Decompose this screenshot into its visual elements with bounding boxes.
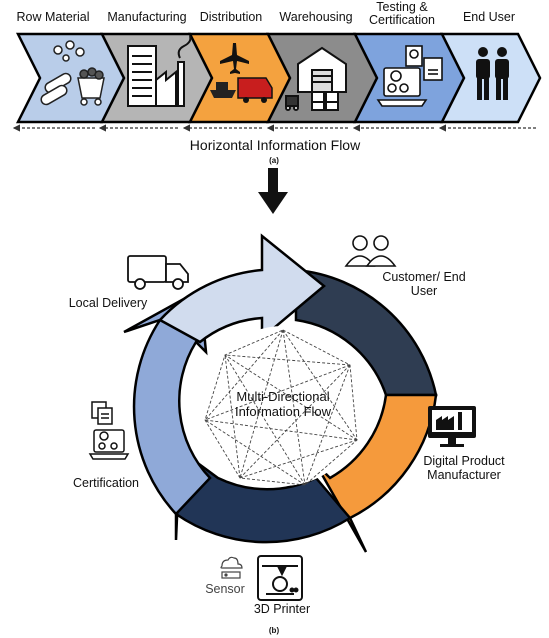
people-icon bbox=[344, 235, 397, 267]
down-arrow bbox=[258, 168, 288, 214]
node-label-3d-printer: 3D Printer bbox=[253, 602, 311, 616]
node-label-sensor: Sensor bbox=[205, 582, 245, 596]
stage-label-warehousing: Warehousing bbox=[279, 10, 353, 24]
factory-icon bbox=[127, 35, 192, 107]
chevron-end-user bbox=[439, 32, 542, 124]
stage-label-end-user: End User bbox=[462, 10, 516, 24]
testing-laptop-icon bbox=[376, 45, 443, 107]
cloud-sensor-icon bbox=[220, 556, 243, 579]
panel-tag-b: (b) bbox=[268, 626, 280, 635]
stage-label-row-material: Row Material bbox=[16, 10, 90, 24]
node-label-local-delivery: Local Delivery bbox=[68, 296, 148, 310]
horizontal-flow-label: Horizontal Information Flow bbox=[189, 137, 361, 153]
certificate-laptop-icon bbox=[88, 401, 130, 460]
3d-printer-icon bbox=[257, 555, 303, 601]
node-label-certification: Certification bbox=[73, 476, 139, 490]
stage-label-testing: Testing & Certification bbox=[369, 0, 435, 27]
truck-icon bbox=[127, 255, 189, 290]
raw-material-icon bbox=[40, 40, 105, 106]
segment-certification bbox=[123, 287, 212, 516]
factory-monitor-icon bbox=[428, 406, 476, 447]
transport-icon bbox=[210, 43, 273, 103]
stage-label-manufacturing: Manufacturing bbox=[107, 10, 187, 24]
mesh-network bbox=[203, 326, 363, 486]
node-label-customer: Customer/ End User bbox=[382, 270, 466, 298]
panel-tag-a: (a) bbox=[269, 156, 279, 165]
stage-label-distribution: Distribution bbox=[199, 10, 263, 24]
center-label-line1: Multi-Directional bbox=[236, 389, 330, 404]
center-label-line2: Information Flow bbox=[234, 404, 332, 419]
node-label-manufacturer: Digital Product Manufacturer bbox=[423, 454, 505, 482]
warehouse-icon bbox=[285, 46, 347, 111]
end-user-icon bbox=[476, 47, 509, 100]
segment-delivery bbox=[157, 233, 326, 344]
segment-customer bbox=[294, 268, 438, 397]
cycle-ring bbox=[123, 233, 438, 553]
